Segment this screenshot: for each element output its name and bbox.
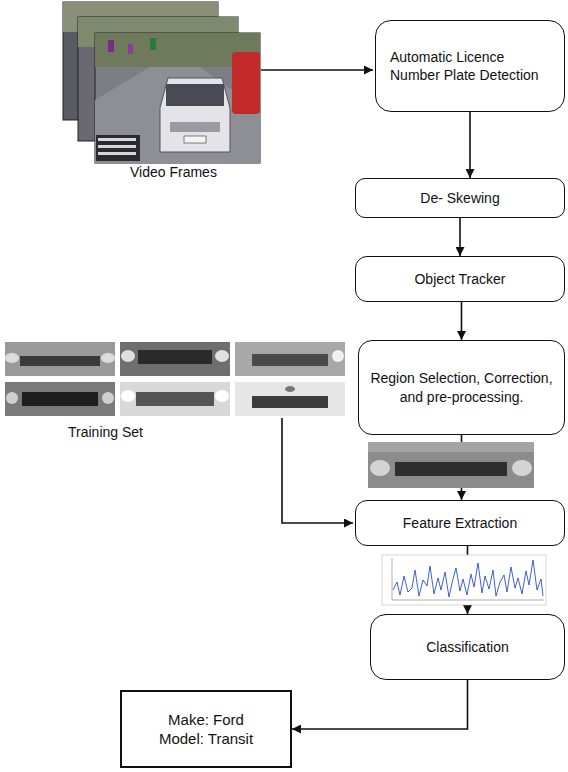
box-text: De- Skewing — [366, 189, 554, 207]
video-frames — [63, 2, 260, 163]
box-text: Make: Ford — [132, 710, 280, 730]
image-caption: Video Frames — [128, 164, 219, 180]
training-arrow — [282, 418, 353, 523]
flow-arrow — [461, 302, 463, 340]
flow-arrow — [292, 680, 468, 729]
flow-arrow — [469, 112, 471, 178]
flow-arrow — [459, 218, 461, 256]
training-images — [5, 342, 345, 416]
process-box: Feature Extraction — [355, 500, 565, 546]
process-box: Region Selection, Correction, and pre-pr… — [358, 340, 565, 435]
region-crop-image — [368, 442, 534, 488]
box-text: Region Selection, Correction, and pre-pr… — [369, 369, 554, 405]
process-box: Classification — [370, 614, 565, 680]
process-box: De- Skewing — [355, 178, 565, 218]
process-box: Object Tracker — [355, 256, 565, 302]
box-text: Automatic Licence Number Plate Detection — [390, 48, 550, 84]
image-caption: Training Set — [66, 424, 145, 440]
box-text: Classification — [381, 638, 554, 656]
box-text: Feature Extraction — [366, 514, 554, 532]
output-box: Make: FordModel: Transit — [120, 690, 292, 768]
input-arrow — [261, 69, 373, 71]
feature-plot — [382, 555, 546, 605]
box-text: Model: Transit — [132, 729, 280, 749]
process-box: Automatic Licence Number Plate Detection — [375, 20, 565, 112]
box-text: Object Tracker — [366, 270, 554, 288]
